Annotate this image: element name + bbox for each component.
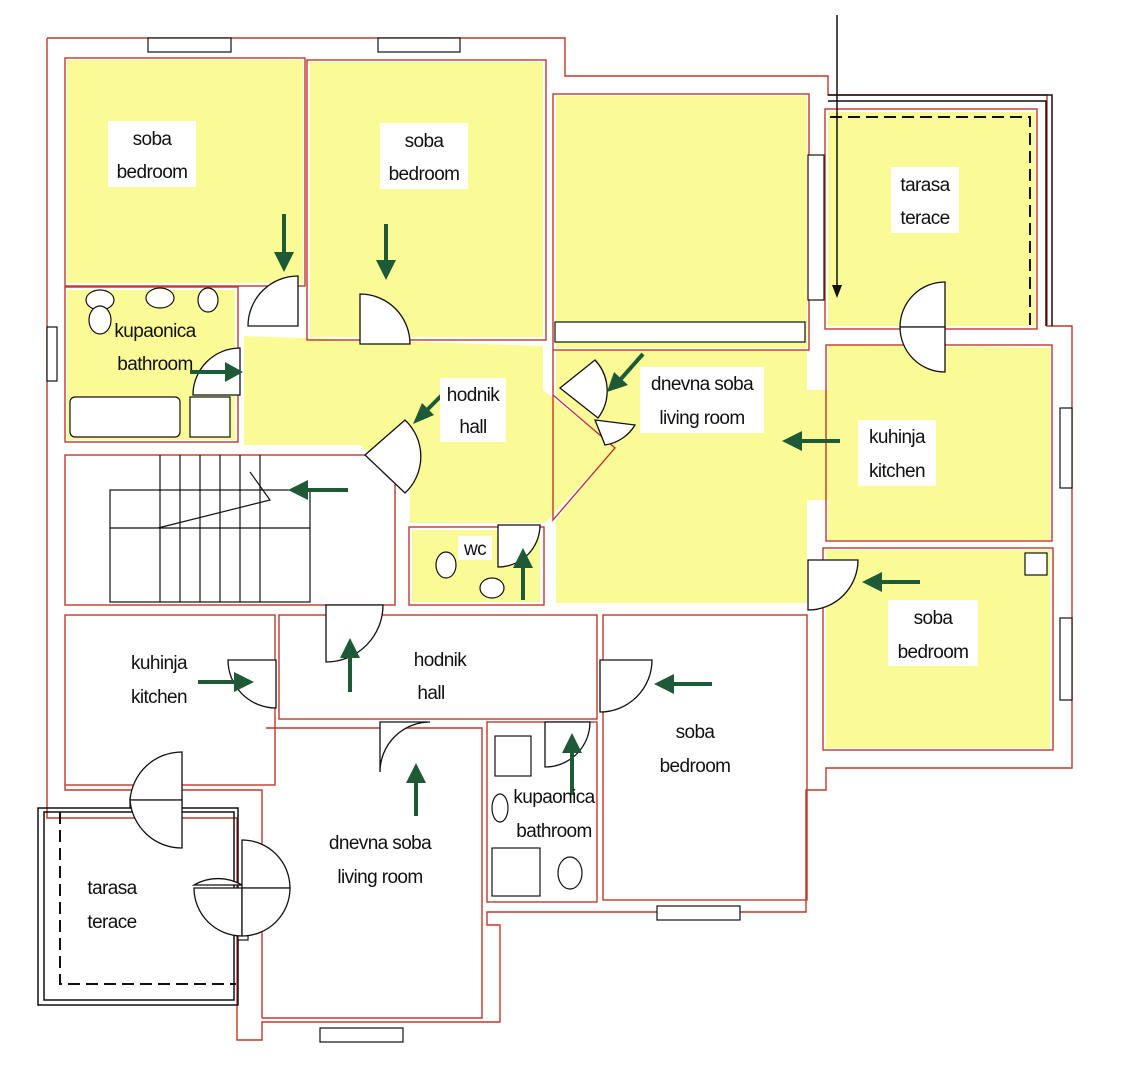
room-label-living-lower: dnevna soba living room xyxy=(329,833,433,888)
svg-text:soba: soba xyxy=(133,129,173,150)
room-label-bedroom-n: soba bedroom xyxy=(380,123,468,189)
room-label-bedroom-e: soba bedroom xyxy=(888,600,978,666)
svg-text:bathroom: bathroom xyxy=(117,354,192,375)
room-label-bedroom-nw: soba bedroom xyxy=(108,121,196,187)
svg-text:hall: hall xyxy=(417,683,444,704)
svg-text:tarasa: tarasa xyxy=(900,175,950,196)
door-arrows xyxy=(190,214,920,816)
svg-text:hodnik: hodnik xyxy=(414,650,467,671)
doors xyxy=(129,275,946,937)
staircase xyxy=(109,455,311,603)
svg-text:living room: living room xyxy=(337,867,422,888)
svg-text:soba: soba xyxy=(676,722,716,743)
svg-text:wc: wc xyxy=(463,539,486,560)
svg-text:terace: terace xyxy=(87,912,136,933)
room-label-bathroom-lower: kupaonica bathroom xyxy=(513,787,596,842)
room-label-terrace-ne: tarasa terace xyxy=(891,167,959,233)
room-label-living-upper: dnevna soba living room xyxy=(640,367,764,433)
svg-text:bedroom: bedroom xyxy=(898,642,969,663)
svg-text:dnevna soba: dnevna soba xyxy=(329,833,432,854)
svg-text:soba: soba xyxy=(914,608,954,629)
svg-text:kupaonica: kupaonica xyxy=(513,787,595,808)
entrance-marker xyxy=(832,15,842,298)
room-label-kitchen-upper: kuhinja kitchen xyxy=(858,420,936,486)
room-label-kitchen-lower: kuhinja kitchen xyxy=(131,653,189,708)
svg-text:bedroom: bedroom xyxy=(660,756,731,777)
svg-text:soba: soba xyxy=(405,131,445,152)
svg-text:living room: living room xyxy=(659,408,744,429)
walls xyxy=(46,37,1073,1041)
svg-text:hodnik: hodnik xyxy=(447,385,500,406)
bathroom-fixtures xyxy=(69,287,1048,897)
svg-text:kupaonica: kupaonica xyxy=(114,321,196,342)
room-label-hall-lower: hodnik hall xyxy=(414,650,468,704)
svg-text:bedroom: bedroom xyxy=(117,162,188,183)
room-label-hall-upper: hodnik hall xyxy=(440,378,506,442)
svg-text:dnevna soba: dnevna soba xyxy=(651,374,754,395)
svg-text:bathroom: bathroom xyxy=(516,821,591,842)
svg-text:terace: terace xyxy=(900,208,949,229)
svg-text:bedroom: bedroom xyxy=(389,164,460,185)
svg-text:kuhinja: kuhinja xyxy=(869,427,926,448)
svg-text:kitchen: kitchen xyxy=(869,461,925,482)
room-label-bathroom-upper: kupaonica bathroom xyxy=(114,321,197,375)
room-label-bedroom-s: soba bedroom xyxy=(660,722,731,777)
svg-text:kitchen: kitchen xyxy=(131,687,187,708)
svg-text:hall: hall xyxy=(459,417,486,438)
room-label-terrace-sw: tarasa terace xyxy=(87,878,138,933)
room-label-wc: wc xyxy=(458,536,492,560)
svg-text:tarasa: tarasa xyxy=(87,878,137,899)
svg-text:kuhinja: kuhinja xyxy=(131,653,188,674)
